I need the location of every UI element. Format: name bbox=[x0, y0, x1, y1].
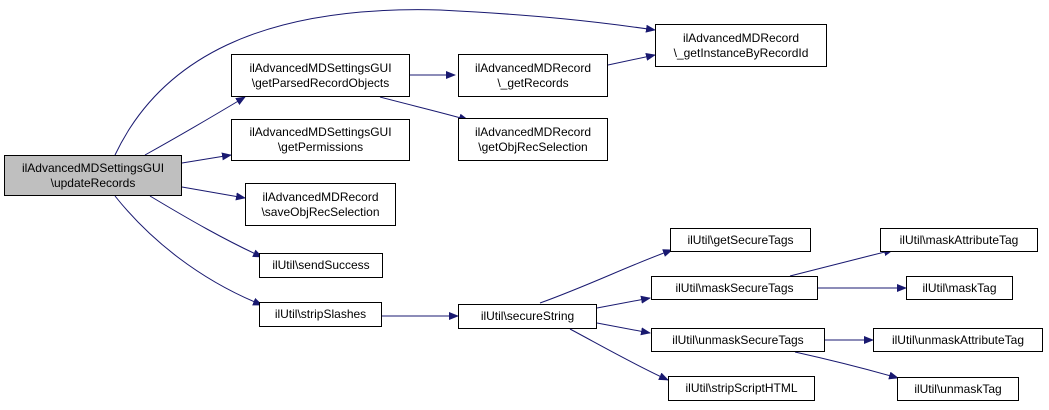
edge-secure-string-to-unmask-secure-tags bbox=[596, 322, 651, 336]
node-get-parsed-line1: ilAdvancedMDSettingsGUI bbox=[249, 60, 392, 75]
edge-unmask-secure-tags-to-unmask-tag bbox=[794, 351, 899, 380]
node-save-obj-rec-selection[interactable]: ilAdvancedMDRecord \saveObjRecSelection bbox=[245, 183, 396, 226]
node-unmask-attribute-tag[interactable]: ilUtil\unmaskAttributeTag bbox=[873, 328, 1043, 352]
node-get-records-line2: \_getRecords bbox=[497, 75, 569, 90]
node-strip-script-html-label: ilUtil\stripScriptHTML bbox=[685, 381, 798, 395]
edge-root-to-get-parsed bbox=[144, 96, 246, 156]
node-get-permissions-line2: \getPermissions bbox=[277, 140, 364, 154]
edge-secure-string-to-mask-secure-tags bbox=[596, 295, 651, 309]
node-mask-attribute-tag-label: ilUtil\maskAttributeTag bbox=[899, 232, 1019, 247]
node-secure-string[interactable]: ilUtil\secureString bbox=[458, 304, 597, 329]
edge-root-to-send-success bbox=[149, 195, 263, 258]
node-mask-tag[interactable]: ilUtil\maskTag bbox=[906, 276, 1013, 300]
edge-get-records-to-get-instance bbox=[607, 52, 656, 66]
edge-root-to-get-instance bbox=[114, 9, 656, 156]
node-get-objrec-line2: \getObjRecSelection bbox=[478, 139, 588, 154]
node-get-objrec-line1: ilAdvancedMDRecord bbox=[474, 124, 592, 139]
edge-secure-string-to-get-secure-tags bbox=[539, 249, 673, 304]
node-strip-script-html[interactable]: ilUtil\stripScriptHTML bbox=[668, 376, 815, 401]
node-get-instance-by-record-id[interactable]: ilAdvancedMDRecord \_getInstanceByRecord… bbox=[655, 24, 827, 67]
edge-get-parsed-to-get-objrec bbox=[379, 96, 469, 122]
node-get-permissions[interactable]: ilAdvancedMDSettingsGUI \getPermissions bbox=[231, 119, 410, 161]
node-get-instance-line1: ilAdvancedMDRecord bbox=[682, 30, 800, 45]
node-unmask-tag-label: ilUtil\unmaskTag bbox=[914, 381, 1002, 396]
node-get-secure-tags-label: ilUtil\getSecureTags bbox=[687, 232, 794, 247]
node-update-records-line2: \updateRecords bbox=[50, 175, 136, 190]
node-get-secure-tags[interactable]: ilUtil\getSecureTags bbox=[670, 228, 811, 252]
node-unmask-tag[interactable]: ilUtil\unmaskTag bbox=[897, 377, 1019, 401]
node-get-records[interactable]: ilAdvancedMDRecord \_getRecords bbox=[458, 54, 608, 97]
edge-secure-string-to-strip-script-html bbox=[569, 328, 669, 381]
node-mask-attribute-tag[interactable]: ilUtil\maskAttributeTag bbox=[880, 228, 1038, 252]
node-get-instance-line2: \_getInstanceByRecordId bbox=[673, 45, 809, 60]
node-mask-tag-label: ilUtil\maskTag bbox=[922, 280, 997, 295]
node-strip-slashes-label: ilUtil\stripSlashes bbox=[274, 307, 367, 321]
node-mask-secure-tags[interactable]: ilUtil\maskSecureTags bbox=[651, 276, 818, 300]
edge-root-to-strip-slashes bbox=[114, 195, 263, 306]
node-save-objrec-line1: ilAdvancedMDRecord bbox=[262, 189, 379, 204]
node-unmask-secure-tags-label: ilUtil\unmaskSecureTags bbox=[672, 332, 804, 347]
node-strip-slashes[interactable]: ilUtil\stripSlashes bbox=[259, 302, 382, 327]
node-get-parsed-line2: \getParsedRecordObjects bbox=[251, 75, 390, 90]
edge-root-to-save-objrec bbox=[181, 186, 246, 201]
node-mask-secure-tags-label: ilUtil\maskSecureTags bbox=[675, 280, 794, 295]
node-get-permissions-line1: ilAdvancedMDSettingsGUI bbox=[249, 125, 392, 139]
node-update-records-line1: ilAdvancedMDSettingsGUI bbox=[21, 160, 165, 175]
edge-mask-secure-tags-to-mask-attribute-tag bbox=[789, 248, 894, 277]
node-secure-string-label: ilUtil\secureString bbox=[480, 309, 575, 323]
node-send-success-label: ilUtil\sendSuccess bbox=[272, 258, 370, 272]
node-send-success[interactable]: ilUtil\sendSuccess bbox=[259, 253, 383, 278]
node-get-parsed-record-objects[interactable]: ilAdvancedMDSettingsGUI \getParsedRecord… bbox=[231, 54, 410, 97]
edge-root-to-get-permissions bbox=[181, 152, 232, 164]
node-get-obj-rec-selection[interactable]: ilAdvancedMDRecord \getObjRecSelection bbox=[458, 118, 608, 161]
node-update-records: ilAdvancedMDSettingsGUI \updateRecords bbox=[4, 155, 182, 196]
node-save-objrec-line2: \saveObjRecSelection bbox=[261, 204, 380, 219]
node-get-records-line1: ilAdvancedMDRecord bbox=[474, 60, 592, 75]
node-unmask-secure-tags[interactable]: ilUtil\unmaskSecureTags bbox=[651, 328, 825, 352]
node-unmask-attribute-tag-label: ilUtil\unmaskAttributeTag bbox=[891, 332, 1025, 347]
